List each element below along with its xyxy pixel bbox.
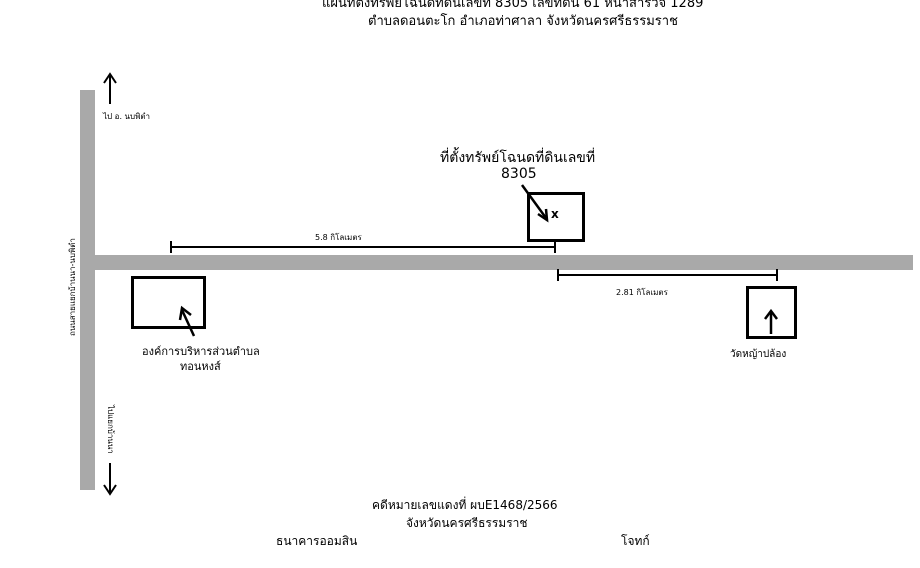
map-title-line2: ตำบลดอนตะโก อำเภอท่าศาลา จังหวัดนครศรีธร… xyxy=(368,14,678,29)
party-plaintiff: โจทก์ xyxy=(621,534,650,548)
vertical-road xyxy=(80,90,95,490)
property-box xyxy=(527,192,585,242)
distance-left-dimension xyxy=(170,241,556,253)
case-number-line2: จังหวัดนครศรีธรรมราช xyxy=(406,516,528,530)
office-pointer-arrow-icon xyxy=(178,305,196,337)
office-label-line1: องค์การบริหารส่วนตำบล xyxy=(142,345,260,358)
property-marker: x xyxy=(551,207,559,221)
property-label-line2: 8305 xyxy=(501,166,537,182)
temple-label: วัดหญ้าปล้อง xyxy=(730,349,787,360)
office-label-line2: ทอนหงส์ xyxy=(180,360,221,373)
temple-pointer-arrow-icon xyxy=(764,308,778,334)
horizontal-road xyxy=(80,255,913,270)
party-bank: ธนาคารออมสิน xyxy=(276,534,358,548)
distance-right-dimension xyxy=(557,269,778,281)
office-building-box xyxy=(131,276,206,329)
north-arrow-icon xyxy=(103,72,117,104)
property-label-line1: ที่ตั้งทรัพย์โฉนดที่ดินเลขที่ xyxy=(440,150,596,166)
distance-right-label: 2.81 กิโลเมตร xyxy=(616,288,668,297)
distance-left-label: 5.8 กิโลเมตร xyxy=(315,233,362,242)
south-arrow-icon xyxy=(103,463,117,496)
case-number-line1: คดีหมายเลขแดงที่ ผบE1468/2566 xyxy=(372,498,558,512)
property-pointer-arrow-icon xyxy=(520,184,549,223)
north-direction-label: ไป อ. นบพิตำ xyxy=(103,112,151,121)
map-title-line1: แผนที่ตั้งทรัพย์โฉนดที่ดินเลขที่ 8305 เล… xyxy=(322,0,704,11)
